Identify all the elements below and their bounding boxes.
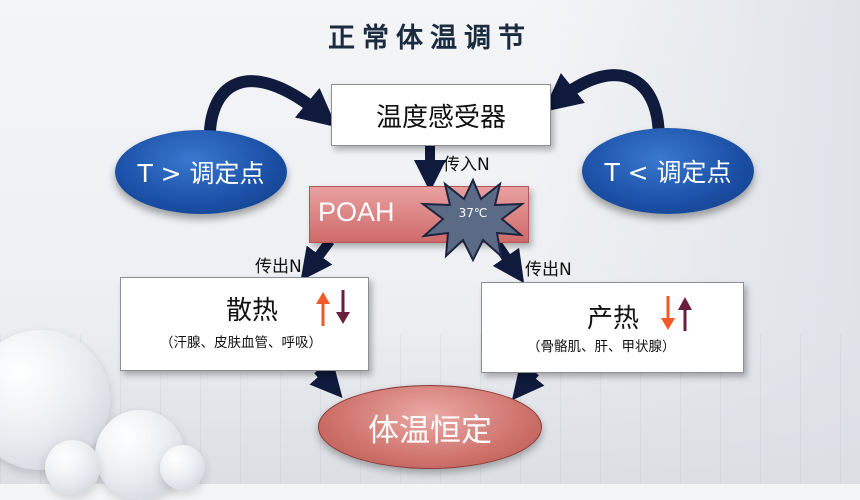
- heat-loss-title: 散热: [226, 296, 279, 326]
- heat-loss-arrows: [316, 290, 350, 326]
- diagram-arrows: [203, 69, 665, 401]
- right-condition-oval: T < 调定点: [582, 128, 754, 214]
- efferent-label-right: 传出N: [525, 260, 572, 280]
- down-arrow-icon: [336, 290, 350, 324]
- heat-gain-detail: （骨骼肌、肝、甲状腺）: [527, 339, 676, 355]
- temperature-sensor-box: 温度感受器: [331, 84, 551, 146]
- heat-loss-detail: （汗腺、皮肤血管、呼吸）: [160, 335, 322, 351]
- result-oval: 体温恒定: [318, 385, 542, 469]
- heat-gain-arrows: [661, 296, 692, 331]
- heat-gain-title: 产热: [587, 304, 640, 334]
- up-arrow-icon: [316, 292, 330, 326]
- heat-gain-box: [481, 282, 744, 373]
- poah-label: POAH: [318, 197, 395, 227]
- left-feedback-arrow: [203, 75, 337, 156]
- setpoint-label: 37℃: [458, 206, 488, 220]
- loss-to-result-arrow: [309, 363, 343, 399]
- starburst-icon: [419, 177, 526, 263]
- decor-sphere: [160, 445, 205, 490]
- gain-to-result-arrow: [511, 365, 545, 401]
- page-title: 正常体温调节: [328, 23, 532, 54]
- down-arrow-icon: [661, 296, 675, 330]
- right-feedback-arrow: [543, 69, 665, 156]
- efferent-label-left: 传出N: [255, 257, 302, 277]
- left-condition-oval: T > 调定点: [115, 130, 287, 214]
- efferent-arrow-left: [300, 238, 335, 281]
- heat-loss-box: [120, 277, 369, 371]
- up-arrow-icon: [678, 297, 692, 331]
- afferent-label: 传入N: [443, 155, 490, 175]
